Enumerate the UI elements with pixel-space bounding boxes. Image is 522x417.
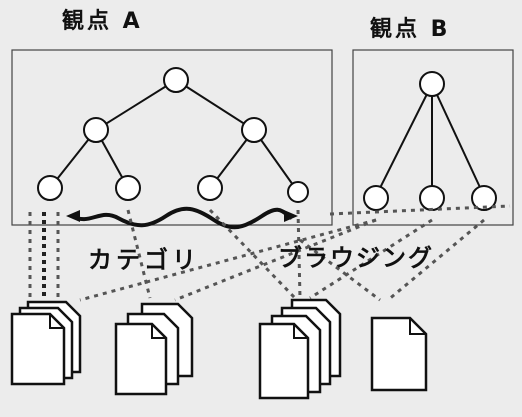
tree-b-leaf-node <box>471 185 497 211</box>
browsing-label: ブラウジング <box>278 244 434 272</box>
document-icon <box>258 322 310 400</box>
document-icon <box>10 312 66 386</box>
tree-a-root-node <box>163 67 189 93</box>
viewpoint-b-frame <box>352 49 514 226</box>
category-label: カテゴリ <box>88 246 200 274</box>
tree-b-leaf-node <box>419 185 445 211</box>
tree-b-edges <box>375 83 485 197</box>
tree-a-nodes <box>37 67 309 203</box>
tree-b-root-node <box>419 71 445 97</box>
tree-a-leaf-node <box>37 175 63 201</box>
document-icon <box>370 316 428 392</box>
tree-b-leaf-node <box>363 185 389 211</box>
tree-a-leaf-node <box>197 175 223 201</box>
document-stack-1 <box>10 300 82 386</box>
document-stack-3 <box>258 298 342 400</box>
tree-a-leaf-node <box>287 181 309 203</box>
tree-a-node <box>241 117 267 143</box>
document-stack-2 <box>114 302 194 396</box>
tree-b-nodes <box>363 71 497 211</box>
tree-a-node <box>83 117 109 143</box>
viewpoint-b-title: 観点 B <box>370 16 450 42</box>
document-links <box>28 204 511 302</box>
viewpoint-a-frame <box>11 49 333 226</box>
document-icon <box>114 322 168 396</box>
viewpoint-a-title: 観点 A <box>62 8 143 34</box>
left-arrow-head-icon <box>66 210 80 222</box>
document-single <box>370 316 428 392</box>
right-arrow-head-icon <box>284 210 298 222</box>
tree-a-leaf-node <box>115 175 141 201</box>
category-traversal-wave <box>71 206 294 230</box>
